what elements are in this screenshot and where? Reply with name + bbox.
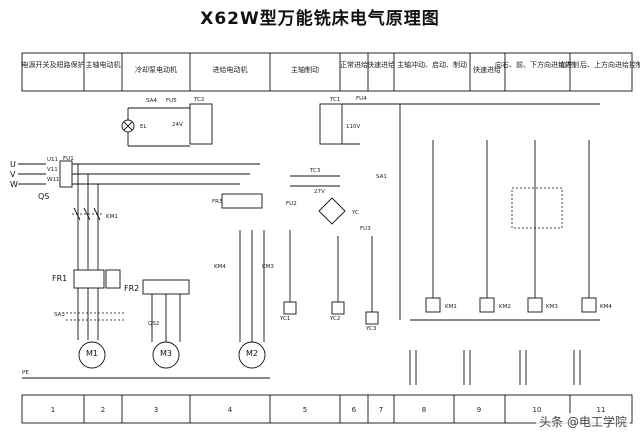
- km4-label: KM4: [214, 264, 226, 270]
- m3-label: M3: [160, 349, 172, 358]
- phase-w-label: W: [10, 180, 18, 189]
- lighting-circuit: EL SA4 FU5 24V TC2: [121, 97, 213, 147]
- w11-label: W11: [47, 177, 59, 183]
- m2-label: M2: [246, 349, 258, 358]
- footer-number-8: 8: [422, 406, 426, 414]
- tc3-label: TC3: [309, 168, 321, 174]
- footer-number-9: 9: [477, 406, 481, 414]
- three-phase-supply: U V W U11 V11 W11 QS FU1: [10, 156, 260, 340]
- sa3-label: SA3: [54, 312, 65, 318]
- tc2-label: TC2: [193, 97, 204, 103]
- footer-number-5: 5: [303, 406, 307, 414]
- phase-u-label: U: [10, 160, 16, 169]
- watermark: 头条 @电工学院: [536, 413, 630, 430]
- u11-label: U11: [47, 157, 58, 163]
- footer-number-4: 4: [228, 406, 233, 414]
- header-cell-2: 主轴电动机: [86, 60, 121, 69]
- header-cell-6: 正常进给: [340, 60, 368, 69]
- footer-number-1: 1: [51, 406, 55, 414]
- tc1-label: TC1: [329, 97, 340, 103]
- fu3-label: FU3: [360, 226, 371, 232]
- fr1-label: FR1: [52, 274, 67, 283]
- header-cell-5: 主轴制动: [291, 65, 319, 74]
- v27-label: 27V: [314, 189, 325, 195]
- yc-label: YC: [351, 210, 359, 216]
- fu2-label: FU2: [286, 201, 297, 207]
- km3-coil-label: KM3: [546, 304, 558, 310]
- km2-coil-label: KM2: [499, 304, 511, 310]
- header-table: [21, 52, 633, 92]
- contact-tables: [409, 350, 581, 385]
- fr3-label: FR3: [212, 199, 223, 205]
- km3-label: KM3: [262, 264, 274, 270]
- phase-v-label: V: [10, 170, 16, 179]
- m1-label: M1: [86, 349, 98, 358]
- footer-number-6: 6: [352, 406, 357, 414]
- fu1-label: FU1: [63, 156, 74, 162]
- header-cell-11: 向左、后、上方向进给控制: [559, 60, 640, 69]
- header-cell-4: 进给电动机: [213, 65, 248, 74]
- el-label: EL: [140, 124, 147, 130]
- footer-number-7: 7: [379, 406, 383, 414]
- footer-number-10: 10: [533, 406, 542, 414]
- yc3-label: YC3: [365, 326, 377, 332]
- qs2-label: QS2: [148, 321, 159, 327]
- v24-label: 24V: [172, 122, 183, 128]
- header-labels: 电源开关及短路保护 主轴电动机 冷却泵电动机 进给电动机 主轴制动 正常进给 快…: [22, 60, 640, 74]
- brake-circuit: TC3 27V YC FU2 FU3 YC1 YC2 YC3: [279, 168, 379, 332]
- motor-m1: M1: [78, 341, 106, 369]
- yc2-label: YC2: [329, 316, 340, 322]
- header-cell-10: 向右、前、下方向进给控制: [495, 60, 579, 69]
- control-circuit: SA1 KM1 KM2 KM3 KM4: [376, 104, 612, 321]
- km1-contact-label: KM1: [106, 214, 118, 220]
- v11-label: V11: [47, 167, 58, 173]
- km1-main-contacts: KM1: [72, 207, 118, 221]
- pe-label: PE: [22, 370, 29, 376]
- km4-coil-label: KM4: [600, 304, 612, 310]
- motor-m3: M3 FR2 QS2: [124, 279, 190, 369]
- yc1-label: YC1: [279, 316, 290, 322]
- fu5-label: FU5: [166, 98, 177, 104]
- fr2-label: FR2: [124, 284, 139, 293]
- footer-number-11: 11: [597, 406, 606, 414]
- fr1-overload: FR1: [52, 269, 121, 289]
- sa3-switch: SA3: [54, 312, 126, 321]
- sa1-label: SA1: [376, 174, 387, 180]
- footer-number-3: 3: [154, 406, 158, 414]
- header-cell-1: 电源开关及短路保护: [22, 60, 85, 69]
- km1-coil-label: KM1: [445, 304, 457, 310]
- fr3-overload: FR3: [212, 193, 263, 209]
- footer-number-2: 2: [101, 406, 105, 414]
- control-transformer: TC1 110V FU4: [319, 96, 600, 145]
- v110-label: 110V: [346, 124, 360, 130]
- motor-m2: M2 KM4 KM3: [214, 230, 274, 369]
- page-title: X62W型万能铣床电气原理图: [200, 9, 440, 29]
- qs-label: QS: [38, 192, 49, 201]
- footer-table: 1 2 3 4 5 6 7 8 9 10 11: [21, 394, 633, 424]
- header-cell-3: 冷却泵电动机: [135, 65, 177, 74]
- header-cell-9: 快速进给: [473, 65, 501, 74]
- fu4-label: FU4: [356, 96, 367, 102]
- header-cell-7: 快速进给: [367, 60, 395, 69]
- header-cell-8: 主轴冲动、启动、制动: [397, 60, 467, 69]
- qs-switch-symbol: [59, 160, 73, 188]
- pe-ground: PE: [22, 370, 270, 379]
- sa4-label: SA4: [146, 98, 157, 104]
